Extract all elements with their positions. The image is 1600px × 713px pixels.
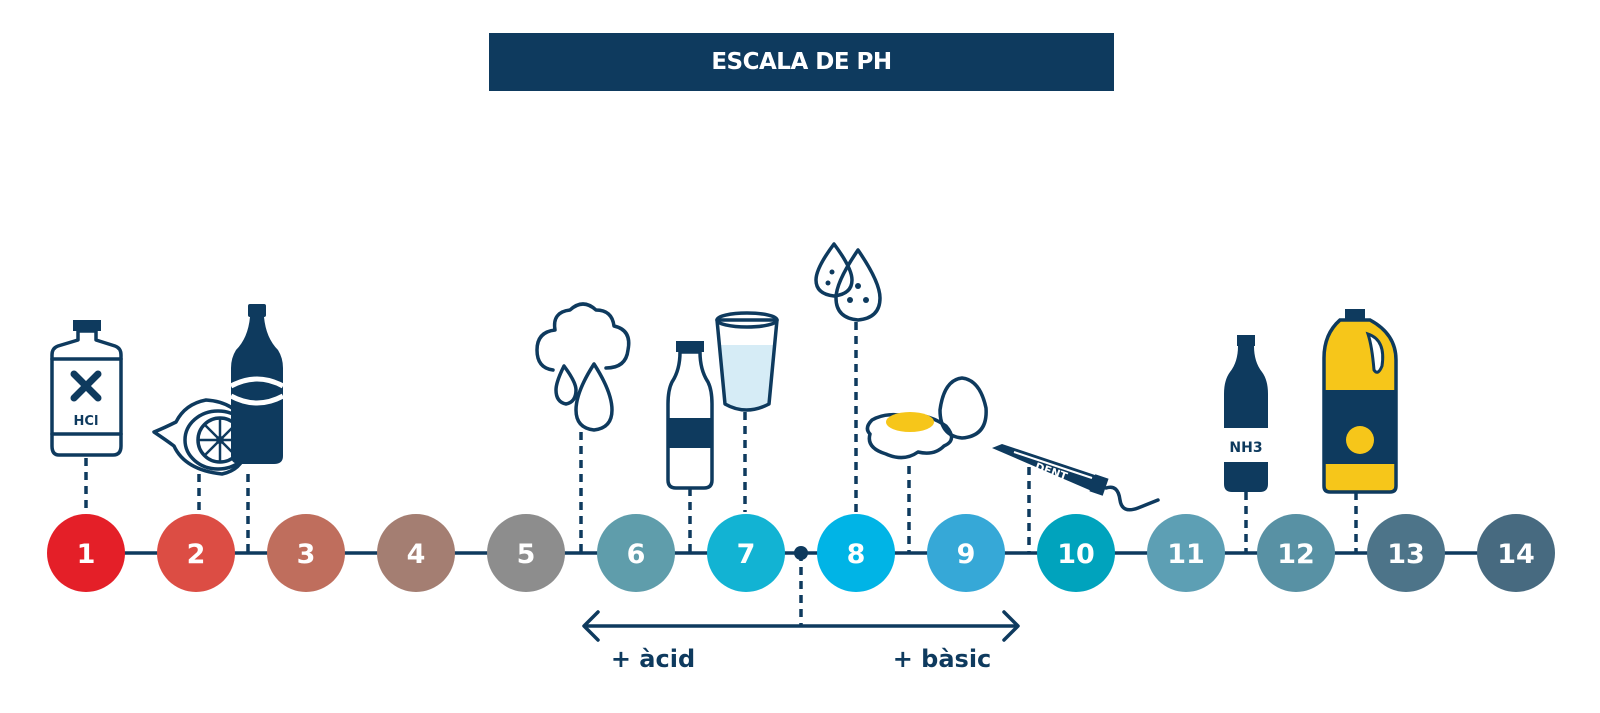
ph-circle-1	[47, 514, 125, 592]
ph-label-13: 13	[1387, 539, 1425, 570]
hcl-bottle-icon: HCl	[50, 320, 123, 457]
title-banner: ESCALA DE PH	[489, 33, 1114, 91]
ph-label-4: 4	[407, 539, 426, 570]
bleach-bottle-icon	[1322, 309, 1398, 494]
ph-circle-8	[817, 514, 895, 592]
soda-bottle-icon	[229, 304, 285, 464]
ammonia-bottle-icon: NH3	[1224, 335, 1268, 492]
neutral-point	[794, 546, 808, 560]
water-glass-icon	[715, 311, 779, 412]
ph-circle-4	[377, 514, 455, 592]
ph-circle-14	[1477, 514, 1555, 592]
ph-label-11: 11	[1167, 539, 1205, 570]
acid-rain-icon	[535, 302, 631, 432]
ammonia-label: NH3	[1229, 440, 1262, 456]
page-title: ESCALA DE PH	[711, 49, 892, 75]
ph-label-14: 14	[1497, 539, 1535, 570]
ph-circle-5	[487, 514, 565, 592]
connectors	[84, 322, 1358, 625]
ph-label-1: 1	[77, 539, 96, 570]
ph-circle-9	[927, 514, 1005, 592]
egg-icon	[865, 376, 988, 460]
ph-label-2: 2	[187, 539, 206, 570]
arrow-right-head	[1002, 610, 1020, 642]
ph-circle-7	[707, 514, 785, 592]
ph-label-6: 6	[627, 539, 646, 570]
ph-label-8: 8	[847, 539, 866, 570]
acid-label: + àcid	[611, 645, 695, 673]
hcl-label: HCl	[74, 414, 99, 429]
ph-circle-12	[1257, 514, 1335, 592]
ph-label-12: 12	[1277, 539, 1315, 570]
ph-label-5: 5	[517, 539, 536, 570]
arrow-left-head	[582, 610, 600, 642]
toothpaste-icon: DENT	[992, 444, 1160, 512]
seawater-drops-icon	[814, 242, 882, 322]
ph-circle-6	[597, 514, 675, 592]
ph-label-9: 9	[957, 539, 976, 570]
ph-circle-13	[1367, 514, 1445, 592]
acid-basic-arrow	[582, 610, 1020, 642]
ph-circle-2	[157, 514, 235, 592]
basic-label: + bàsic	[893, 645, 992, 673]
ph-label-7: 7	[737, 539, 756, 570]
ph-circle-3	[267, 514, 345, 592]
ph-circle-10	[1037, 514, 1115, 592]
ph-circle-11	[1147, 514, 1225, 592]
milk-bottle-icon	[666, 341, 714, 490]
ph-label-3: 3	[297, 539, 316, 570]
ph-label-10: 10	[1057, 539, 1095, 570]
